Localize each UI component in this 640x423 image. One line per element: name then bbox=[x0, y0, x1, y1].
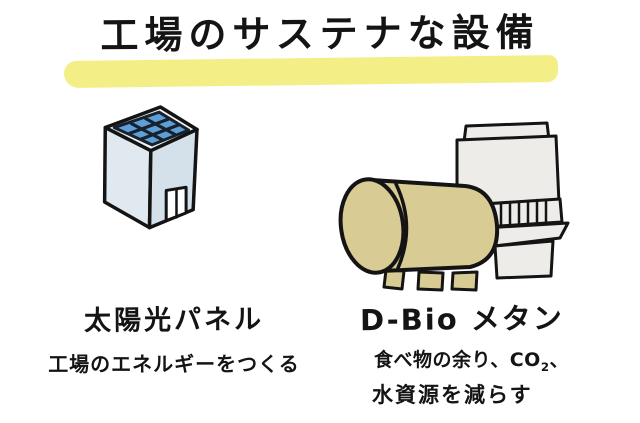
page-header: 工場のサステナな設備 bbox=[0, 10, 640, 89]
page-title: 工場のサステナな設備 bbox=[100, 10, 540, 58]
plant-tower bbox=[457, 123, 568, 278]
right-item-desc1-text: 食べ物の余り、CO bbox=[374, 349, 541, 371]
methane-tank bbox=[335, 175, 497, 290]
right-item-desc1-subscript: 2 bbox=[540, 359, 550, 374]
right-item-desc1-punctuation: 、 bbox=[549, 349, 570, 371]
left-item-caption: 太陽光パネル 工場のエネルギーをつくる bbox=[26, 298, 322, 377]
plant-tower-ribs bbox=[492, 200, 546, 226]
tank-feet bbox=[384, 270, 477, 290]
left-item-description: 工場のエネルギーをつくる bbox=[48, 352, 300, 376]
dbio-methane-tank-illustration bbox=[335, 112, 580, 297]
right-item-name: D-Bio メタン bbox=[359, 301, 564, 338]
right-item-caption: D-Bio メタン 食べ物の余り、CO2、 水資源を減らす bbox=[360, 296, 610, 409]
left-item-name: 太陽光パネル bbox=[83, 304, 265, 337]
tank-seam bbox=[396, 184, 407, 268]
solar-panel-grid bbox=[130, 119, 179, 140]
title-marker-highlight bbox=[63, 54, 559, 89]
right-item-description-line2: 水資源を減らす bbox=[372, 382, 533, 407]
solar-panel-building-illustration bbox=[95, 95, 265, 300]
tank-end-cap bbox=[335, 175, 409, 277]
right-item-description-line1: 食べ物の余り、CO2、 bbox=[374, 345, 610, 374]
